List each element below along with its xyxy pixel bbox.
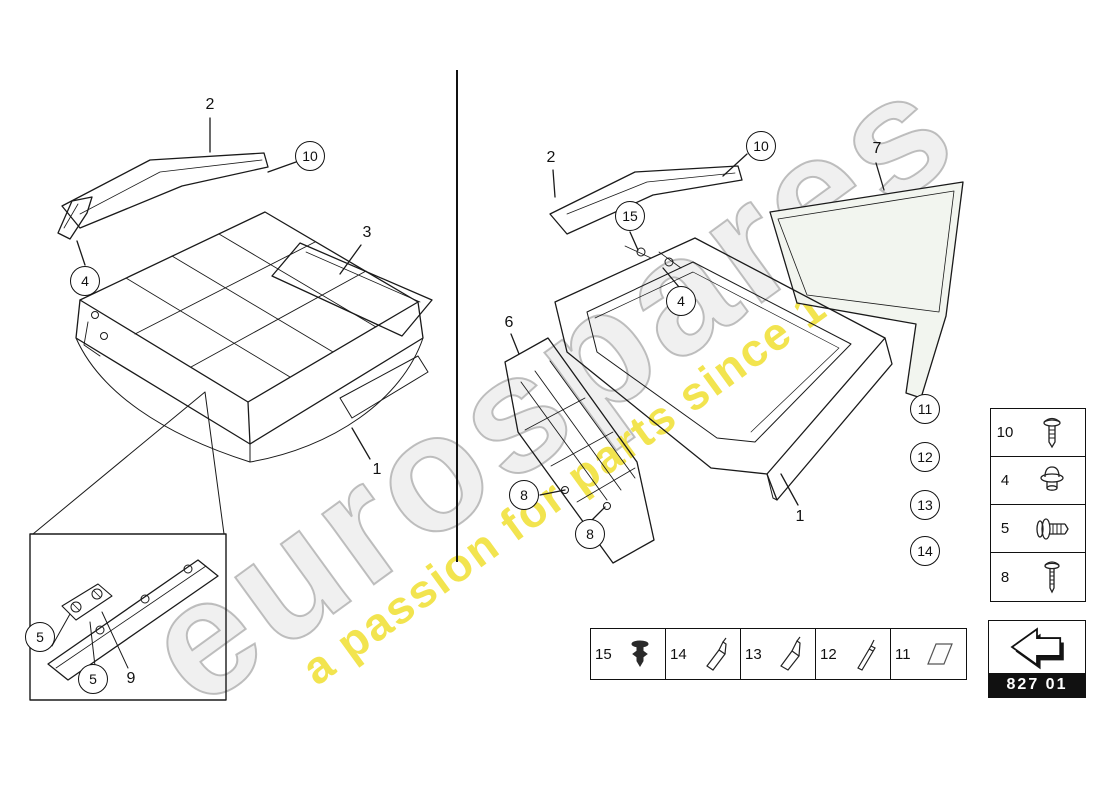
callout-4[interactable]: 4 (70, 266, 100, 296)
fastener-row-number: 4 (1000, 472, 1010, 489)
fastener-row: 4 (991, 457, 1085, 505)
watermark-tagline: a passion for parts since 1985 (292, 231, 903, 695)
callout-4[interactable]: 4 (666, 286, 696, 316)
consumable-cell: 12 (816, 629, 891, 679)
callout-6: 6 (504, 314, 514, 331)
consumable-number: 12 (820, 645, 837, 663)
callout-1: 1 (372, 461, 382, 478)
callout-14[interactable]: 14 (910, 536, 940, 566)
view-divider-line (456, 70, 458, 562)
fastener-row: 8 (991, 553, 1085, 601)
consumable-cell: 13 (741, 629, 816, 679)
consumable-number: 11 (895, 645, 911, 663)
fastener-row: 10 (991, 409, 1085, 457)
callout-2: 2 (205, 96, 215, 113)
callout-12[interactable]: 12 (910, 442, 940, 472)
engine-cover-exploded-drawing (504, 153, 964, 564)
callout-11[interactable]: 11 (910, 394, 940, 424)
fastener-row-number: 8 (1000, 568, 1010, 586)
part-group-code: 827 01 (989, 673, 1085, 697)
callout-10[interactable]: 10 (295, 141, 325, 171)
back-arrow-icon (989, 621, 1085, 673)
consumable-cell: 15 (591, 629, 666, 679)
rivet-fastener-icon (1019, 511, 1085, 547)
fastener-table: 10 4 (990, 408, 1086, 602)
callout-8[interactable]: 8 (575, 519, 605, 549)
consumable-number: 15 (595, 645, 612, 663)
expanding-rivet-icon (618, 636, 661, 672)
callout-15[interactable]: 15 (615, 201, 645, 231)
lubricant-applicator-icon (693, 636, 736, 672)
callout-9: 9 (126, 670, 136, 687)
callout-1: 1 (795, 508, 805, 525)
grommet-nut-icon (1019, 461, 1085, 501)
callout-7: 7 (872, 140, 882, 157)
part-group-box[interactable]: 827 01 (988, 620, 1086, 698)
callout-5[interactable]: 5 (25, 622, 55, 652)
lubricant-applicator-icon (768, 636, 811, 672)
pan-head-screw-icon (1019, 413, 1085, 453)
consumable-number: 14 (670, 645, 687, 663)
callout-10[interactable]: 10 (746, 131, 776, 161)
consumable-table: 15 14 (590, 628, 967, 680)
callout-13[interactable]: 13 (910, 490, 940, 520)
callout-8[interactable]: 8 (509, 480, 539, 510)
callout-3: 3 (362, 224, 372, 241)
consumable-number: 13 (745, 645, 762, 663)
consumable-cell: 14 (666, 629, 741, 679)
callout-5[interactable]: 5 (78, 664, 108, 694)
adhesive-pad-icon (918, 636, 962, 672)
fastener-row: 5 (991, 505, 1085, 553)
screw-icon (1019, 557, 1085, 597)
engine-cover-assembled-drawing (29, 117, 433, 701)
callout-2: 2 (546, 149, 556, 166)
sealant-stick-icon (843, 636, 886, 672)
fastener-row-number: 10 (996, 424, 1014, 441)
consumable-cell: 11 (891, 629, 966, 679)
fastener-row-number: 5 (1000, 520, 1010, 537)
